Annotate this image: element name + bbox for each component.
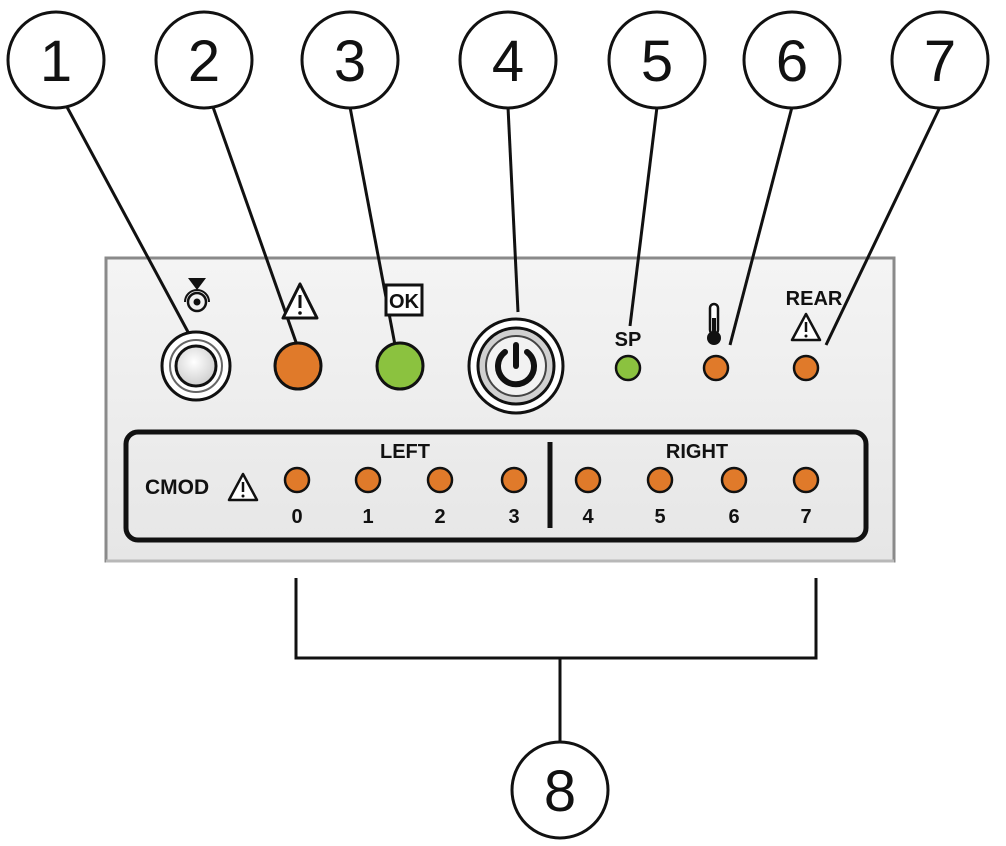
callout-circles: 1 2 3 4 5 6 7 8 — [6, 10, 990, 840]
cmod-led-0 — [283, 466, 311, 494]
cmod-led-1 — [354, 466, 382, 494]
callout-circle — [6, 10, 106, 110]
cmod-led-7 — [792, 466, 820, 494]
power-icon — [495, 342, 537, 388]
callout-2: 2 — [154, 10, 254, 110]
overtemp-led — [702, 354, 730, 382]
locator-button[interactable] — [160, 330, 232, 402]
callout-number: 8 — [544, 759, 576, 824]
rear-fault-led — [792, 354, 820, 382]
callout-5: 5 — [607, 10, 707, 110]
callout-number: 1 — [40, 29, 72, 94]
cmod-led-5 — [646, 466, 674, 494]
cmod-led-3 — [500, 466, 528, 494]
rear-label: REAR — [786, 288, 843, 310]
callout-number: 6 — [776, 29, 808, 94]
power-button[interactable] — [467, 317, 565, 415]
thermometer-icon — [707, 302, 721, 345]
callout-circle — [510, 740, 610, 840]
sp-led — [614, 354, 642, 382]
cmod-box: CMOD LEFT RIGHT 0 1 2 3 4 5 6 7 — [123, 429, 869, 543]
cmod-led-6 — [720, 466, 748, 494]
callout-number: 3 — [334, 29, 366, 94]
callout-7: 7 — [890, 10, 990, 110]
cmod-number-label: 3 — [508, 506, 519, 528]
callout-circle — [890, 10, 990, 110]
service-required-led — [273, 341, 323, 391]
callout-3: 3 — [300, 10, 400, 110]
cmod-number-label: 6 — [728, 506, 739, 528]
cmod-label: CMOD — [145, 476, 209, 499]
sp-label: SP — [615, 329, 642, 351]
callout-circle — [300, 10, 400, 110]
right-group-label: RIGHT — [666, 441, 728, 463]
callout-circle — [458, 10, 558, 110]
cmod-led-group: 0 1 2 3 4 5 6 7 — [283, 466, 820, 528]
cmod-number-label: 5 — [654, 506, 665, 528]
cmod-number-label: 0 — [291, 506, 302, 528]
callout-number: 4 — [492, 29, 524, 94]
cmod-warning-icon — [227, 472, 259, 502]
cmod-led-4 — [574, 466, 602, 494]
cmod-number-label: 7 — [800, 506, 811, 528]
callout-circle — [607, 10, 707, 110]
leader-lines — [65, 106, 942, 746]
callout-circle — [742, 10, 842, 110]
cmod-led-2 — [426, 466, 454, 494]
top-indicator-row: OK SP REAR — [160, 278, 843, 415]
ok-badge: OK — [384, 283, 424, 317]
callout-8: 8 — [510, 740, 610, 840]
callout-6: 6 — [742, 10, 842, 110]
callout-4: 4 — [458, 10, 558, 110]
rear-warning-icon — [790, 312, 822, 342]
cmod-number-label: 4 — [582, 506, 594, 528]
callout-circle — [154, 10, 254, 110]
ok-label: OK — [389, 291, 420, 313]
ok-led — [375, 341, 425, 391]
cmod-number-label: 2 — [434, 506, 445, 528]
callout-1: 1 — [6, 10, 106, 110]
cmod-number-label: 1 — [362, 506, 373, 528]
left-group-label: LEFT — [380, 441, 430, 463]
callout-number: 2 — [188, 29, 220, 94]
warning-triangle-icon — [281, 282, 319, 320]
locator-icon — [184, 278, 210, 313]
callout-number: 7 — [924, 29, 956, 94]
callout-number: 5 — [641, 29, 673, 94]
